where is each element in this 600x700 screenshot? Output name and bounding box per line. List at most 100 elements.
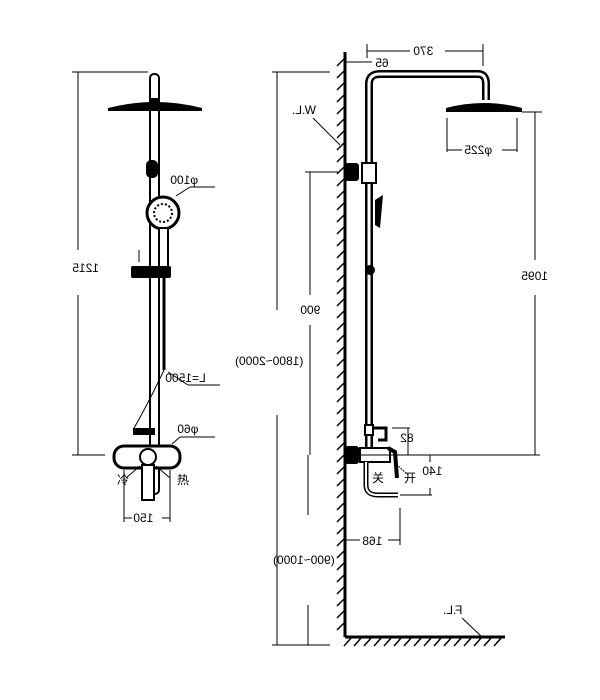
hand-shower-dia-label: φ100 xyxy=(170,173,198,187)
hatch-mark xyxy=(336,141,346,151)
dim-label: 1215 xyxy=(72,261,99,275)
hatch-mark xyxy=(336,405,346,415)
hatch-mark xyxy=(353,636,363,647)
hatch-mark xyxy=(453,636,463,647)
hatch-mark xyxy=(336,333,346,343)
hatch-mark xyxy=(383,636,393,647)
hatch-mark xyxy=(373,636,383,647)
hatch-mark xyxy=(463,636,473,647)
head-height-label: 1095 xyxy=(521,269,548,283)
hatch-mark xyxy=(336,297,346,307)
side-view: 370 65 关 开 82 140 1 xyxy=(235,44,548,647)
hatch-mark xyxy=(336,597,346,607)
overhead-shower-head xyxy=(446,103,522,112)
hatch-mark xyxy=(336,429,346,439)
hatch-mark xyxy=(336,369,346,379)
rail-height-label: 900 xyxy=(300,303,320,317)
hatch-mark xyxy=(336,273,346,283)
close-label: 关 xyxy=(372,471,384,485)
spout-reach-label: 168 xyxy=(362,534,382,548)
hatch-mark xyxy=(336,249,346,259)
hatch-mark xyxy=(336,621,346,631)
hatch-mark xyxy=(336,117,346,127)
dimension-1215: 1215 xyxy=(72,71,148,456)
hatch-mark xyxy=(336,201,346,211)
wall-line-label: W.L. xyxy=(292,103,316,117)
hatch-mark xyxy=(336,309,346,319)
outlet-up-label: 82 xyxy=(400,431,414,445)
hatch-mark xyxy=(336,585,346,595)
cold-label: 冷 xyxy=(117,473,129,487)
wall-bracket xyxy=(345,163,359,181)
hatch-mark xyxy=(336,501,346,511)
hatch-mark xyxy=(336,225,346,235)
wall-hatching xyxy=(336,57,346,631)
hatch-mark xyxy=(336,81,346,91)
mixer-dia-label: φ60 xyxy=(177,422,198,436)
hatch-mark xyxy=(336,213,346,223)
hatch-mark xyxy=(343,636,353,647)
hatch-mark xyxy=(336,525,346,535)
front-view: 1215 φ100 L=1500 xyxy=(72,71,220,525)
hatch-mark xyxy=(336,441,346,451)
hatch-mark xyxy=(336,105,346,115)
floor-hatching xyxy=(343,636,503,647)
hatch-mark xyxy=(336,465,346,475)
hatch-mark xyxy=(336,549,346,559)
width-dim-label: 150 xyxy=(133,511,153,525)
mixer-height-label: (900~1000) xyxy=(273,553,335,567)
hatch-mark xyxy=(336,285,346,295)
hatch-mark xyxy=(336,129,346,139)
wall-bracket xyxy=(146,160,158,178)
hatch-mark xyxy=(336,57,346,67)
hose-length-label: L=1500 xyxy=(165,371,206,385)
hot-label: 热 xyxy=(177,473,189,487)
hand-shower xyxy=(375,195,383,228)
slider-knob xyxy=(365,265,375,275)
head-dia-label: φ225 xyxy=(464,143,492,157)
hatch-mark xyxy=(336,513,346,523)
overhead-shower-head xyxy=(108,102,202,111)
arm-length-label: 370 xyxy=(413,44,433,58)
mixer-valve xyxy=(112,444,182,501)
mixer-lever xyxy=(387,446,399,479)
wall-offset-label: 65 xyxy=(375,56,389,70)
hatch-mark xyxy=(336,561,346,571)
hatch-mark xyxy=(336,417,346,427)
open-label: 开 xyxy=(404,471,416,485)
hatch-mark xyxy=(413,636,423,647)
floor-line-label: F.L. xyxy=(443,603,462,617)
hatch-mark xyxy=(336,237,346,247)
hatch-mark xyxy=(393,636,403,647)
shower-arm xyxy=(365,70,490,455)
hatch-mark xyxy=(336,165,346,175)
hatch-mark xyxy=(423,636,433,647)
hatch-mark xyxy=(363,636,373,647)
hatch-mark xyxy=(336,393,346,403)
hatch-mark xyxy=(403,636,413,647)
hatch-mark xyxy=(336,477,346,487)
hatch-mark xyxy=(336,177,346,187)
hatch-mark xyxy=(336,345,346,355)
hatch-mark xyxy=(433,636,443,647)
hatch-mark xyxy=(336,489,346,499)
hatch-mark xyxy=(336,153,346,163)
hatch-mark xyxy=(493,636,503,647)
hatch-mark xyxy=(336,381,346,391)
diverter xyxy=(373,426,388,442)
hatch-mark xyxy=(336,93,346,103)
hatch-mark xyxy=(443,636,453,647)
hatch-mark xyxy=(336,357,346,367)
hatch-mark xyxy=(336,573,346,583)
hatch-mark xyxy=(336,189,346,199)
hatch-mark xyxy=(336,69,346,79)
hatch-mark xyxy=(473,636,483,647)
hatch-mark xyxy=(336,261,346,271)
hatch-mark xyxy=(336,321,346,331)
hatch-mark xyxy=(336,537,346,547)
hatch-mark xyxy=(336,453,346,463)
total-height-label: (1800~2000) xyxy=(235,354,303,368)
hatch-mark xyxy=(336,609,346,619)
slider-bracket xyxy=(131,266,171,278)
